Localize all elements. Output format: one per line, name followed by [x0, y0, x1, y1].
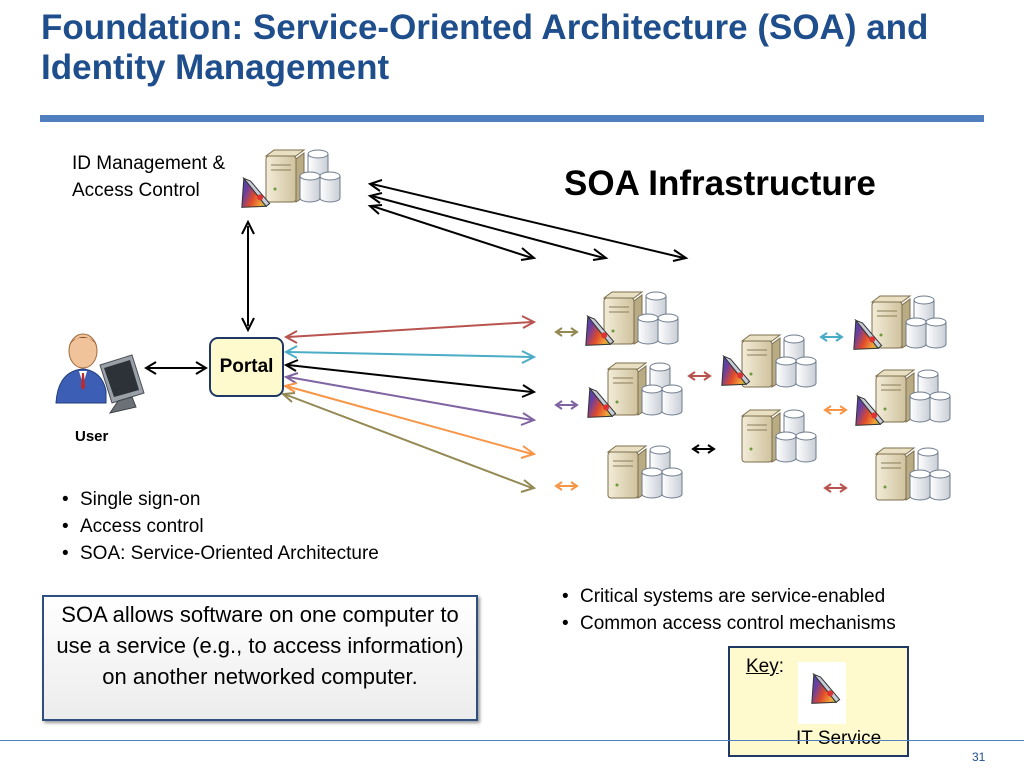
server-icon — [742, 335, 816, 387]
list-item: Single sign-on — [58, 486, 379, 513]
legend-key-box: Key: IT Service — [728, 646, 909, 757]
list-item: SOA: Service-Oriented Architecture — [58, 540, 379, 567]
portal-service-arrows — [280, 315, 537, 493]
user-icon — [55, 333, 145, 414]
soa-definition-box: SOA allows software on one computer to u… — [42, 595, 478, 721]
key-caption: IT Service — [796, 728, 882, 749]
portal-box: Portal — [209, 337, 284, 397]
id-management-label: ID Management & Access Control — [72, 150, 225, 204]
portal-idm-arrow — [241, 219, 255, 333]
infrastructure-bullet-list: Critical systems are service-enabled Com… — [558, 583, 896, 637]
id-management-label-line1: ID Management & — [72, 153, 226, 174]
footer-rule — [0, 740, 1024, 741]
key-colon: : — [778, 656, 785, 677]
soa-infrastructure-heading: SOA Infrastructure — [564, 164, 876, 203]
server-icon — [872, 296, 946, 348]
server-icon — [742, 410, 816, 462]
soa-definition-text: SOA allows software on one computer to u… — [56, 602, 464, 689]
slide-title: Foundation: Service-Oriented Architectur… — [41, 8, 929, 87]
page-number: 31 — [972, 750, 986, 764]
server-icon — [604, 292, 678, 344]
list-item: Access control — [58, 513, 379, 540]
list-item: Critical systems are service-enabled — [558, 583, 896, 610]
key-title: Key — [746, 656, 779, 677]
list-item: Common access control mechanisms — [558, 610, 896, 637]
id-management-server-icon — [266, 150, 340, 202]
it-service-icon — [235, 173, 271, 212]
user-label: User — [75, 428, 109, 445]
server-icon — [608, 446, 682, 498]
it-service-icon — [798, 662, 846, 724]
title-rule — [40, 115, 984, 122]
key-label: Key: — [746, 656, 784, 678]
server-icon — [876, 370, 950, 422]
server-icon — [608, 363, 682, 415]
feature-bullet-list: Single sign-on Access control SOA: Servi… — [58, 486, 379, 567]
portal-label: Portal — [219, 356, 274, 377]
id-management-label-line2: Access Control — [72, 180, 200, 201]
service-link-arrows — [554, 327, 848, 493]
user-portal-arrow — [144, 361, 208, 375]
server-icon — [876, 448, 950, 500]
idm-infrastructure-arrows — [367, 179, 689, 262]
